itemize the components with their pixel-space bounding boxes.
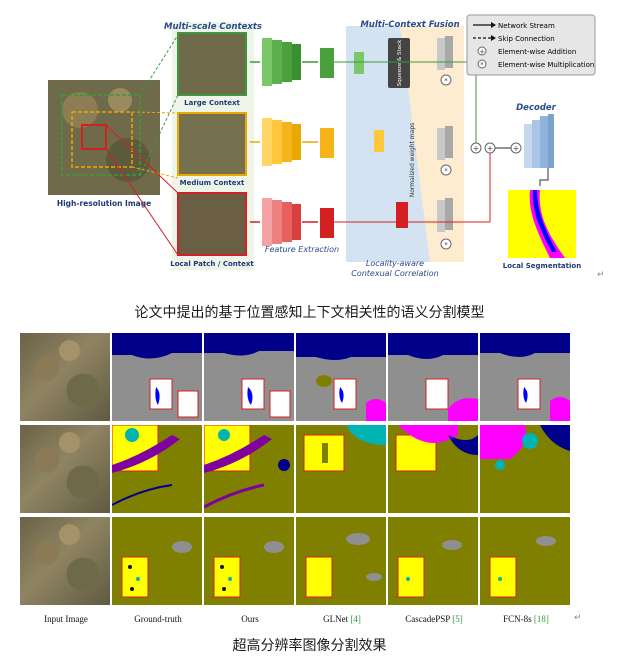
col-label-cascadepsp: CascadePSP [5] [405, 614, 463, 624]
input-image-2 [20, 425, 110, 513]
svg-text:+: + [487, 144, 494, 153]
cascadepsp-map-2 [388, 425, 478, 513]
local-patch-label: Local Patch / Context [170, 260, 254, 268]
decoder-stack [524, 114, 554, 168]
squeeze-stack-block [388, 38, 410, 88]
figure-caption-1: 论文中提出的基于位置感知上下文相关性的语义分割模型 [134, 305, 485, 321]
results-row-3 [20, 517, 576, 605]
svg-text:*: * [444, 77, 448, 85]
cascadepsp-map-1 [388, 333, 478, 421]
fcn8s-map-3 [480, 517, 570, 605]
col-label-ours: Ours [241, 614, 259, 624]
results-grid [20, 333, 576, 613]
squeeze-stack-label: Squeeze & Stack [397, 39, 403, 86]
svg-text:*: * [444, 241, 448, 249]
input-image-1 [20, 333, 110, 421]
svg-text:+: + [513, 144, 520, 153]
fusion-gray-stacks [437, 36, 453, 232]
glnet-map-2 [296, 425, 386, 513]
gt-map-3 [112, 517, 202, 605]
legend-skip-connection: Skip Connection [498, 35, 555, 43]
green-encoder-stack [262, 38, 334, 86]
fusion-title: Multi-Context Fusion [360, 20, 459, 30]
results-row-1 [20, 333, 576, 421]
fcn8s-map-1 [480, 333, 570, 421]
svg-text:+: + [473, 144, 480, 153]
legend-elementwise-addition: Element-wise Addition [498, 48, 576, 56]
svg-text:*: * [444, 167, 448, 175]
local-patch-image [177, 192, 247, 256]
glnet-map-3 [296, 517, 386, 605]
legend-box [466, 14, 596, 76]
normalized-weight-label: Normalized weight maps [409, 123, 416, 198]
results-row-2 [20, 425, 576, 513]
correlation-panel [346, 26, 430, 262]
large-context-image [177, 32, 247, 96]
ours-map-2 [204, 425, 294, 513]
legend-elementwise-multiplication: Element-wise Multiplication [498, 61, 594, 69]
red-encoder-stack [262, 198, 334, 246]
multi-scale-title: Multi-scale Contexts [164, 22, 262, 32]
decoder-title: Decoder [516, 103, 557, 113]
para-mark-2: ↵ [574, 613, 582, 623]
contextual-correlation-title: Contexual Correlation [351, 269, 439, 278]
orange-encoder-stack [262, 118, 334, 166]
col-label-glnet: GLNet [4] [323, 614, 361, 624]
large-context-label: Large Context [184, 99, 240, 107]
glnet-map-1 [296, 333, 386, 421]
architecture-diagram: Multi-scale Contexts High-resolution Ima… [48, 14, 596, 278]
figure-caption-2: 超高分辨率图像分割效果 [232, 638, 387, 654]
locality-aware-title: Locality-aware [366, 259, 424, 268]
para-mark-1: ↵ [597, 270, 605, 280]
input-image-3 [20, 517, 110, 605]
svg-text:+: + [479, 48, 485, 56]
medium-context-image [177, 112, 247, 176]
ours-map-1 [204, 333, 294, 421]
medium-context-label: Medium Context [180, 179, 245, 187]
feature-extraction-title: Feature Extraction [265, 245, 339, 254]
legend-network-stream: Network Stream [498, 22, 555, 30]
col-label-gt: Ground-truth [134, 614, 182, 624]
ours-map-3 [204, 517, 294, 605]
svg-text:*: * [480, 61, 484, 69]
local-segmentation-map [508, 190, 576, 258]
hr-image-label: High-resolution Image [57, 199, 151, 208]
local-segmentation-label: Local Segmentation [503, 262, 581, 270]
fcn8s-map-2 [480, 425, 570, 513]
gt-map-2 [112, 425, 202, 513]
high-resolution-image [48, 80, 160, 195]
cascadepsp-map-3 [388, 517, 478, 605]
col-label-fcn8s: FCN-8s [18] [503, 614, 549, 624]
col-label-input: Input Image [44, 614, 88, 624]
gt-map-1 [112, 333, 202, 421]
